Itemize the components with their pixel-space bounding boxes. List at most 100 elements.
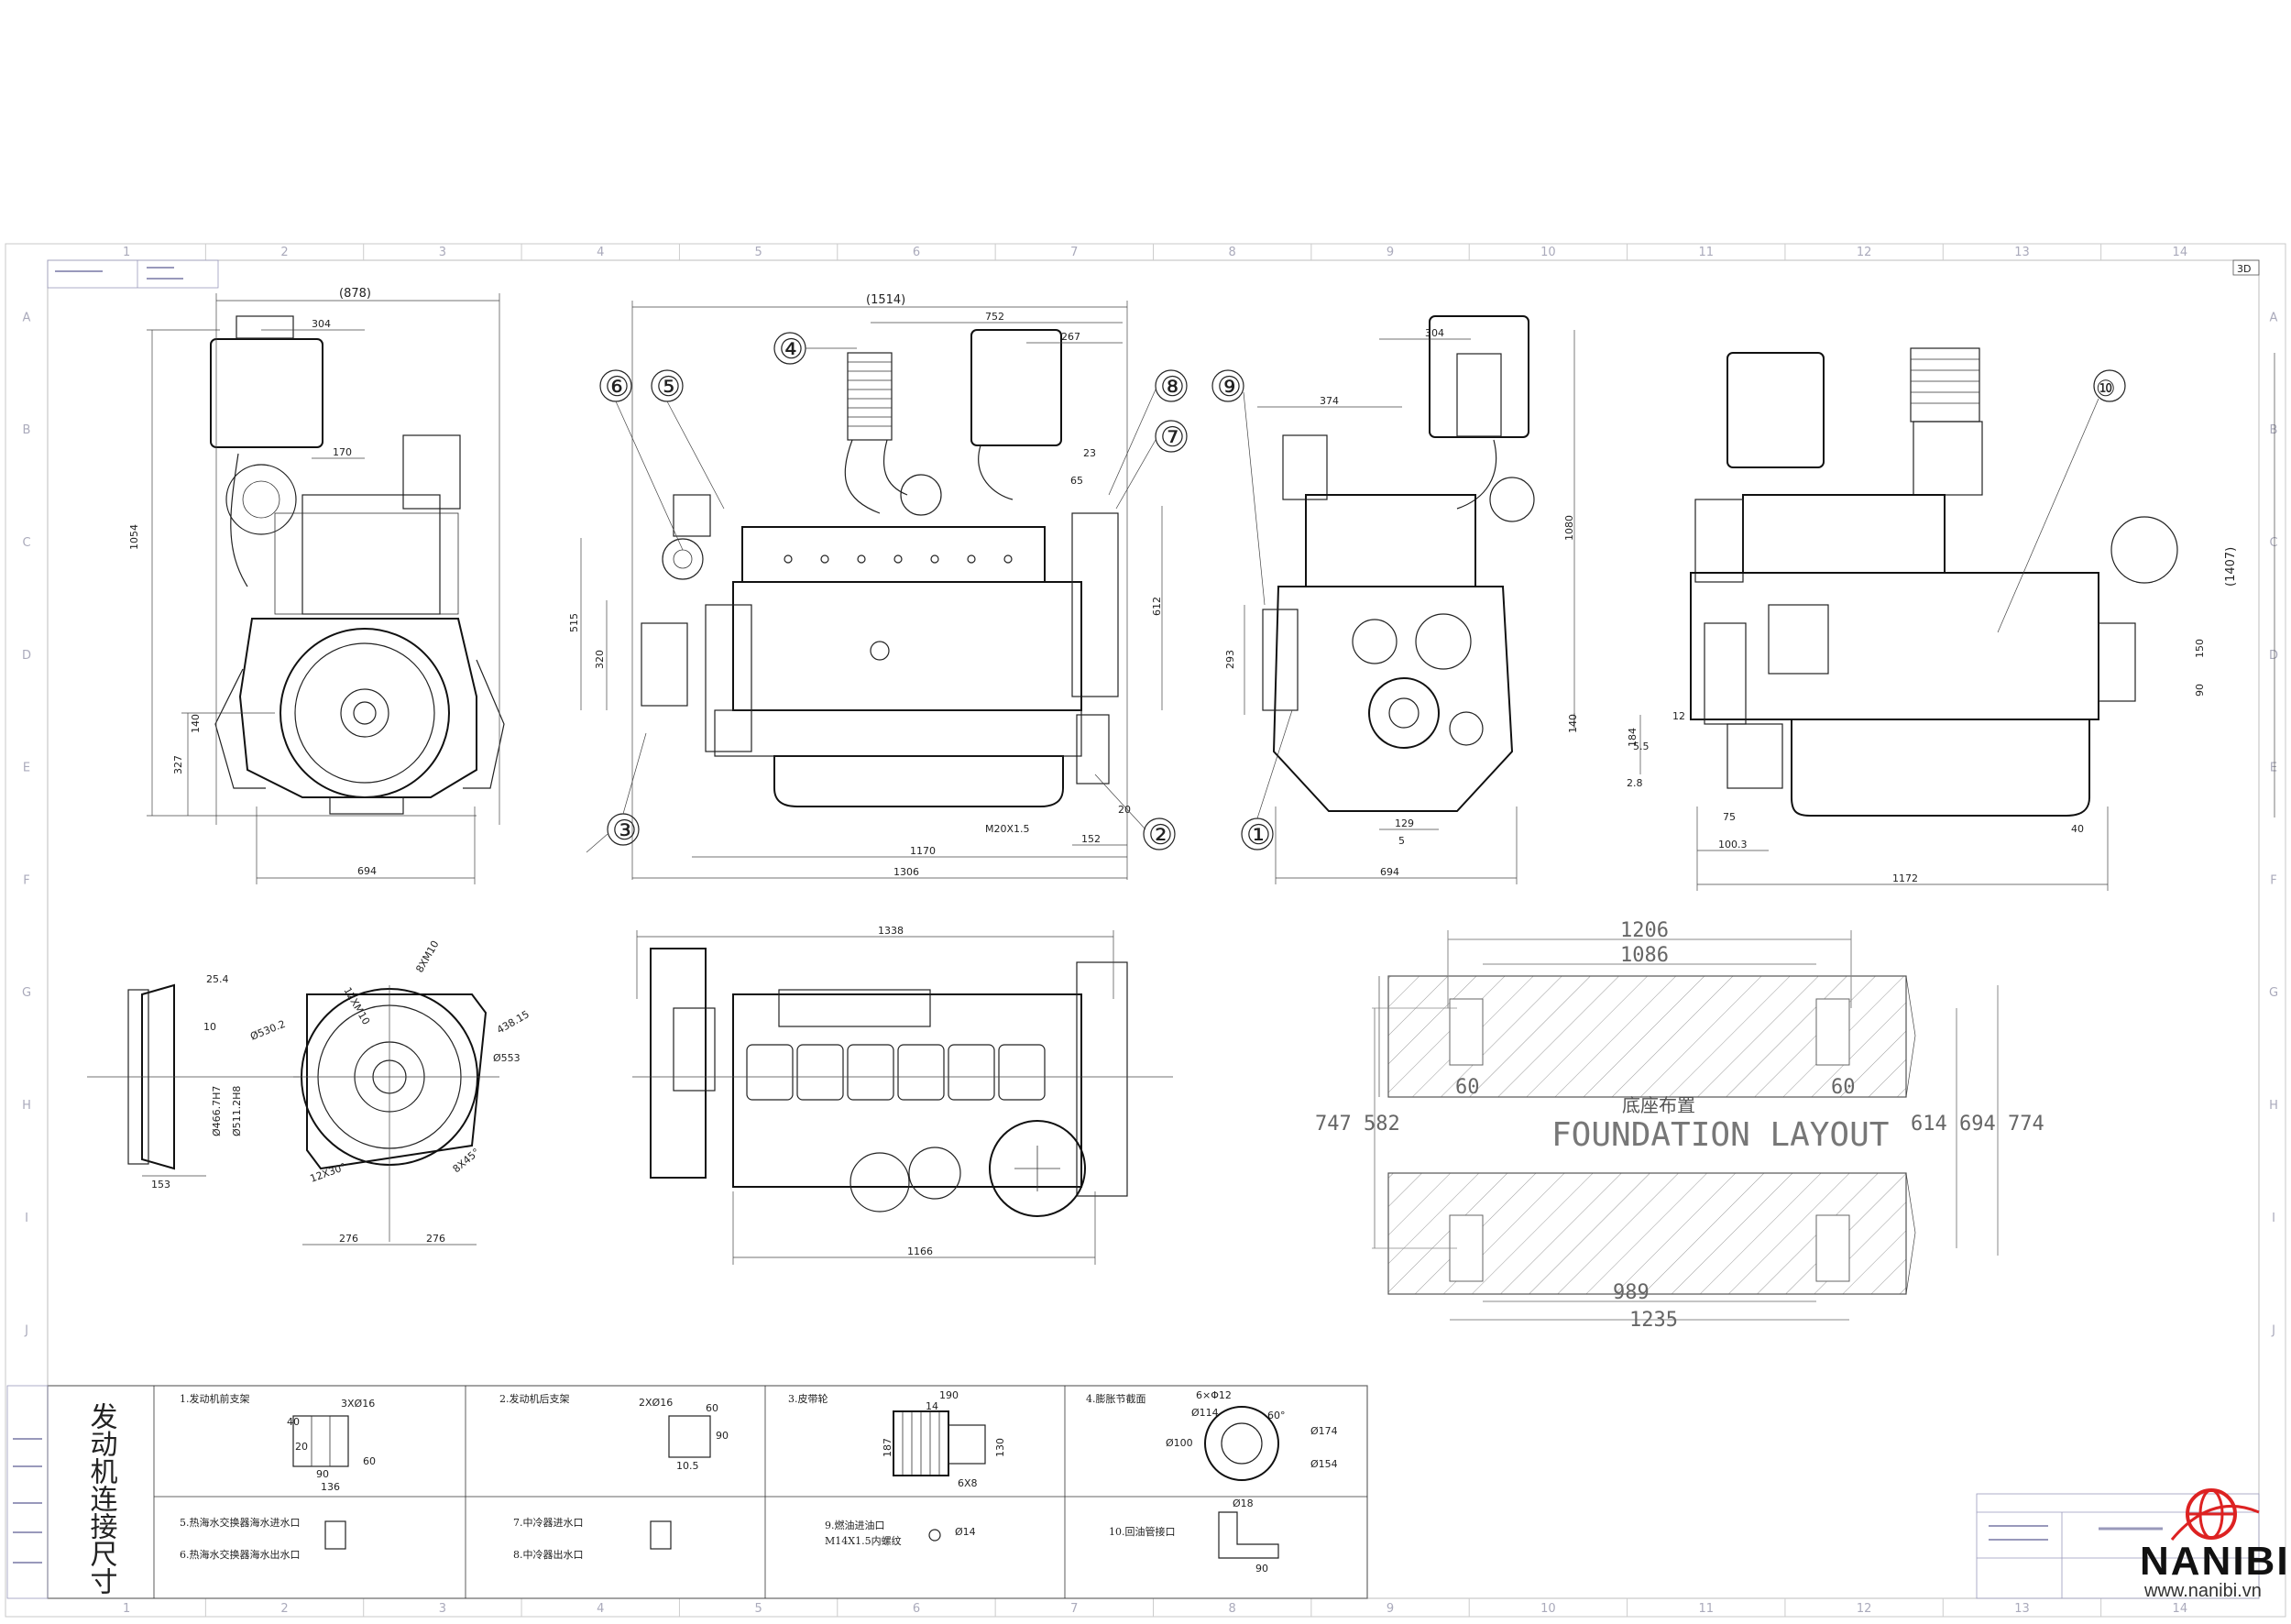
grid-col-label: 6 <box>913 1602 920 1616</box>
brand-name: NANIBI <box>2140 1539 2290 1584</box>
side-dim-1306: 1306 <box>893 866 919 878</box>
side-dim-515: 515 <box>568 613 580 632</box>
rear-dim-1080: 1080 <box>1563 515 1575 541</box>
title-block <box>1976 1493 2260 1599</box>
cell-10-n1: 90 <box>1255 1563 1268 1575</box>
callout-5: ⑤ <box>651 369 725 510</box>
cell-1-n0: 3XØ16 <box>341 1398 375 1410</box>
other-dim-1172: 1172 <box>1892 872 1918 884</box>
grid-col-label: 1 <box>123 246 130 259</box>
grid-row-label: C <box>22 536 30 550</box>
grid-col-label: 5 <box>754 1602 762 1616</box>
grid-col-label: 7 <box>1070 246 1078 259</box>
grid-row-label: H <box>22 1099 31 1113</box>
grid-col-label: 8 <box>1229 1602 1236 1616</box>
foundation-dim-1206: 1206 <box>1620 919 1669 942</box>
cell-4-n0: 6×Φ12 <box>1196 1389 1232 1401</box>
brand-globe-icon <box>2170 1488 2260 1541</box>
connection-table: 发动机连接尺寸 1.发动机前支架 3XØ16 40 20 60 90 136 2… <box>6 1385 1368 1599</box>
top-cylinder-row <box>746 1044 1046 1101</box>
rear-dim-5: 5 <box>1398 835 1405 847</box>
grid-col-label: 8 <box>1229 246 1236 259</box>
cell-1-n3: 60 <box>363 1455 376 1467</box>
grid-col-label: 10 <box>1540 1602 1556 1616</box>
side-dim-65: 65 <box>1070 475 1083 487</box>
front-dim-327: 327 <box>172 755 184 774</box>
top-dim-1338: 1338 <box>878 925 904 937</box>
front-dim-170: 170 <box>333 446 352 458</box>
flywheel-view: 25.4 10 153 276 276 Ø530.2 Ø553 Ø466.7H7… <box>87 938 532 1245</box>
grid-col-label: 14 <box>2173 246 2188 259</box>
foundation-dim-60b: 60 <box>1831 1076 1856 1099</box>
svg-text:④: ④ <box>779 334 804 366</box>
fly-angle-12x30: 12X30° <box>309 1161 348 1185</box>
grid-col-label: 11 <box>1698 246 1714 259</box>
side-bolts <box>784 554 1013 564</box>
grid-row-label: E <box>2270 762 2277 775</box>
side-dim-612: 612 <box>1151 597 1163 616</box>
svg-text:⑤: ⑤ <box>656 371 681 403</box>
other-dim-90: 90 <box>2194 684 2206 697</box>
foundation-dim-60a: 60 <box>1455 1076 1480 1099</box>
callout-6: ⑥ <box>599 369 684 551</box>
grid-row-label: D <box>2269 649 2278 663</box>
cell-4-n5: Ø154 <box>1310 1458 1338 1470</box>
grid-row-label: F <box>23 873 29 887</box>
cell-5-label: 5.热海水交换器海水进水口 <box>180 1516 301 1529</box>
front-dim-1054: 1054 <box>128 524 140 550</box>
foundation-dim-1235: 1235 <box>1629 1309 1678 1332</box>
grid-row-label: F <box>2270 873 2276 887</box>
grid-row-label: J <box>24 1324 28 1338</box>
fly-dim-43815: 438.15 <box>495 1008 532 1037</box>
grid-col-label: 1 <box>123 1602 130 1616</box>
foundation-dim-1086: 1086 <box>1620 944 1669 967</box>
other-dim-1003: 100.3 <box>1718 839 1748 850</box>
grid-row-label: D <box>22 649 31 663</box>
svg-text:⑩: ⑩ <box>2096 376 2116 401</box>
grid-col-label: 4 <box>597 246 604 259</box>
cell-3-n0: 190 <box>939 1389 959 1401</box>
revision-stamp <box>47 259 219 289</box>
cell-9-n0: Ø14 <box>955 1526 976 1538</box>
front-view: (878) 304 170 1054 327 140 694 <box>128 287 505 884</box>
badge-3d-text: 3D <box>2237 263 2251 275</box>
grid-col-label: 12 <box>1857 246 1872 259</box>
grid-row-label: I <box>2272 1212 2275 1225</box>
svg-text:⑧: ⑧ <box>1160 371 1185 403</box>
callout-8: ⑧ <box>1108 369 1188 496</box>
fly-dim-276a: 276 <box>339 1233 358 1245</box>
rear-view: 304 374 1080 140 293 129 5 694 <box>1224 315 1579 884</box>
front-dim-140: 140 <box>190 714 202 733</box>
side-view: (1514) 752 267 23 65 612 515 320 M20X1.5… <box>568 293 1163 880</box>
svg-text:⑥: ⑥ <box>605 371 630 403</box>
grid-col-label: 11 <box>1698 1602 1714 1616</box>
grid-col-label: 2 <box>280 1602 288 1616</box>
callout-7: ⑦ <box>1115 420 1188 510</box>
table-title: 发动机连接尺寸 <box>85 1402 118 1595</box>
side-dim-20: 20 <box>1118 804 1131 816</box>
grid-col-label: 14 <box>2173 1602 2188 1616</box>
foundation-dim-989: 989 <box>1613 1281 1650 1304</box>
cell-10-label: 10.回油管接口 <box>1109 1525 1176 1538</box>
other-dim-75: 75 <box>1723 811 1736 823</box>
callout-2: ② <box>1094 774 1176 851</box>
svg-text:①: ① <box>1246 819 1271 851</box>
other-dim-40: 40 <box>2071 823 2084 835</box>
callout-3: ③ <box>586 732 647 853</box>
cell-3-n1: 14 <box>926 1400 938 1412</box>
grid-col-label: 5 <box>754 246 762 259</box>
callout-4: ④ <box>773 332 857 366</box>
grid-col-label: 12 <box>1857 1602 1872 1616</box>
rear-dim-140: 140 <box>1567 714 1579 733</box>
cell-1-n4: 90 <box>316 1468 329 1480</box>
pulley-grooves <box>902 1411 940 1476</box>
callout-9: ⑨ <box>1211 369 1266 606</box>
grid-col-label: 6 <box>913 246 920 259</box>
side-dim-23: 23 <box>1083 447 1096 459</box>
other-bellow-ribs <box>1911 358 1979 404</box>
cell-4-n2: 60° <box>1267 1410 1286 1421</box>
rear-dim-293: 293 <box>1224 650 1236 669</box>
side-dim-1170: 1170 <box>910 845 936 857</box>
cell-4-n4: Ø174 <box>1310 1425 1338 1437</box>
